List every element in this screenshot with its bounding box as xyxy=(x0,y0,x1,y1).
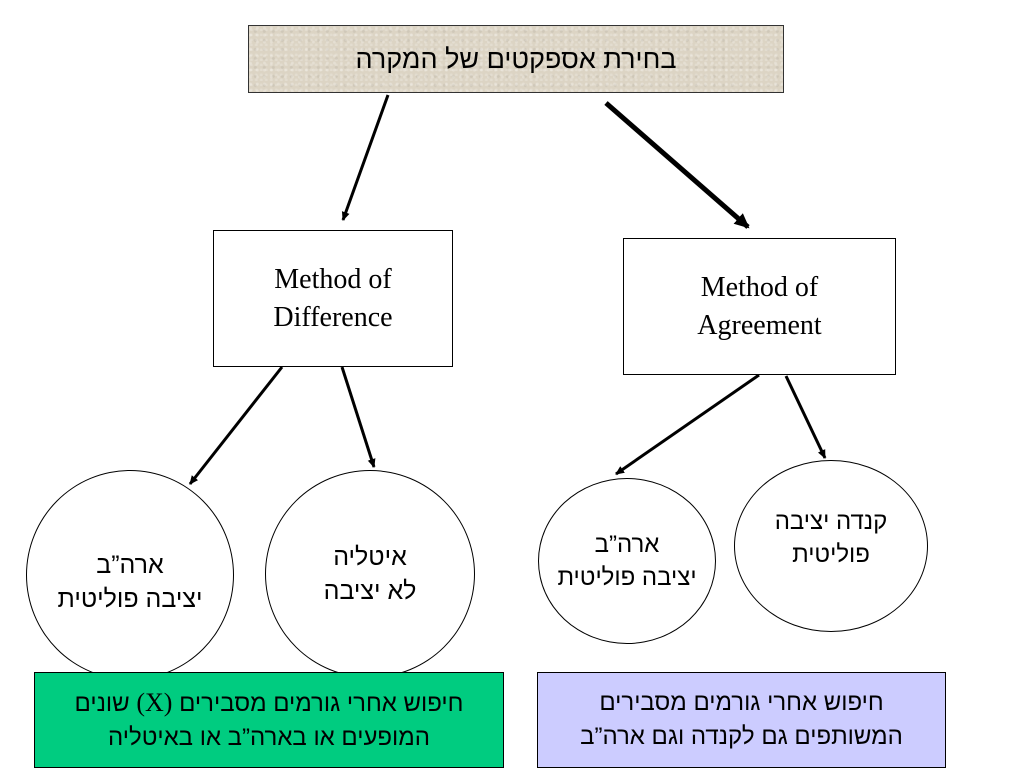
arrow-agreement-to-usa xyxy=(615,373,760,476)
method-difference-line1: Method of xyxy=(274,263,392,295)
method-of-agreement-box: Method of Agreement xyxy=(623,238,896,375)
arrow-difference-to-italy xyxy=(340,366,376,468)
circle-usa-agreement-line2: יציבה פוליטית xyxy=(557,564,697,591)
method-agreement-line2: Agreement xyxy=(697,309,822,341)
difference-note-line1-end: שונים xyxy=(74,689,137,717)
arrow-agreement-to-canada xyxy=(784,375,827,459)
circle-canada-line1: קנדה יציבה xyxy=(774,508,888,535)
title-box: בחירת אספקטים של המקרה xyxy=(248,25,784,93)
difference-note-x-variable: (X) xyxy=(136,687,173,717)
difference-note-box: חיפוש אחרי גורמים מסבירים (X) שונים המופ… xyxy=(34,672,504,768)
agreement-note-box: חיפוש אחרי גורמים מסבירים המשותפים גם לק… xyxy=(537,672,946,768)
arrow-title-to-agreement xyxy=(604,101,750,229)
arrow-difference-to-usa xyxy=(188,366,284,485)
difference-note-line1-start: חיפוש אחרי גורמים מסבירים xyxy=(172,689,464,717)
method-difference-line2: Difference xyxy=(273,301,393,333)
circle-usa-agreement: ארה”ב יציבה פוליטית xyxy=(538,478,716,644)
circle-italy-line1: איטליה xyxy=(333,543,407,571)
method-agreement-line1: Method of xyxy=(700,271,819,303)
agreement-note-line1: חיפוש אחרי גורמים מסבירים xyxy=(599,689,884,716)
circle-usa-agreement-line1: ארה”ב xyxy=(594,531,660,558)
circle-canada: קנדה יציבה פוליטית xyxy=(734,460,928,632)
circle-usa-difference-line2: יציבה פוליטית xyxy=(57,585,203,613)
circle-italy: איטליה לא יציבה xyxy=(265,470,475,678)
difference-note-line1: חיפוש אחרי גורמים מסבירים (X) שונים xyxy=(75,686,464,721)
circle-canada-line2: פוליטית xyxy=(792,541,870,568)
circle-italy-line2: לא יציבה xyxy=(323,577,417,605)
difference-note-line2: המופעים או בארה”ב או באיטליה xyxy=(108,723,430,751)
circle-usa-difference-line1: ארה”ב xyxy=(96,551,164,579)
title-text: בחירת אספקטים של המקרה xyxy=(355,43,677,74)
method-of-difference-box: Method of Difference xyxy=(213,230,453,367)
circle-usa-difference: ארה”ב יציבה פוליטית xyxy=(26,470,234,680)
agreement-note-line2: המשותפים גם לקנדה וגם ארה”ב xyxy=(580,723,903,750)
arrow-title-to-difference xyxy=(341,94,390,221)
